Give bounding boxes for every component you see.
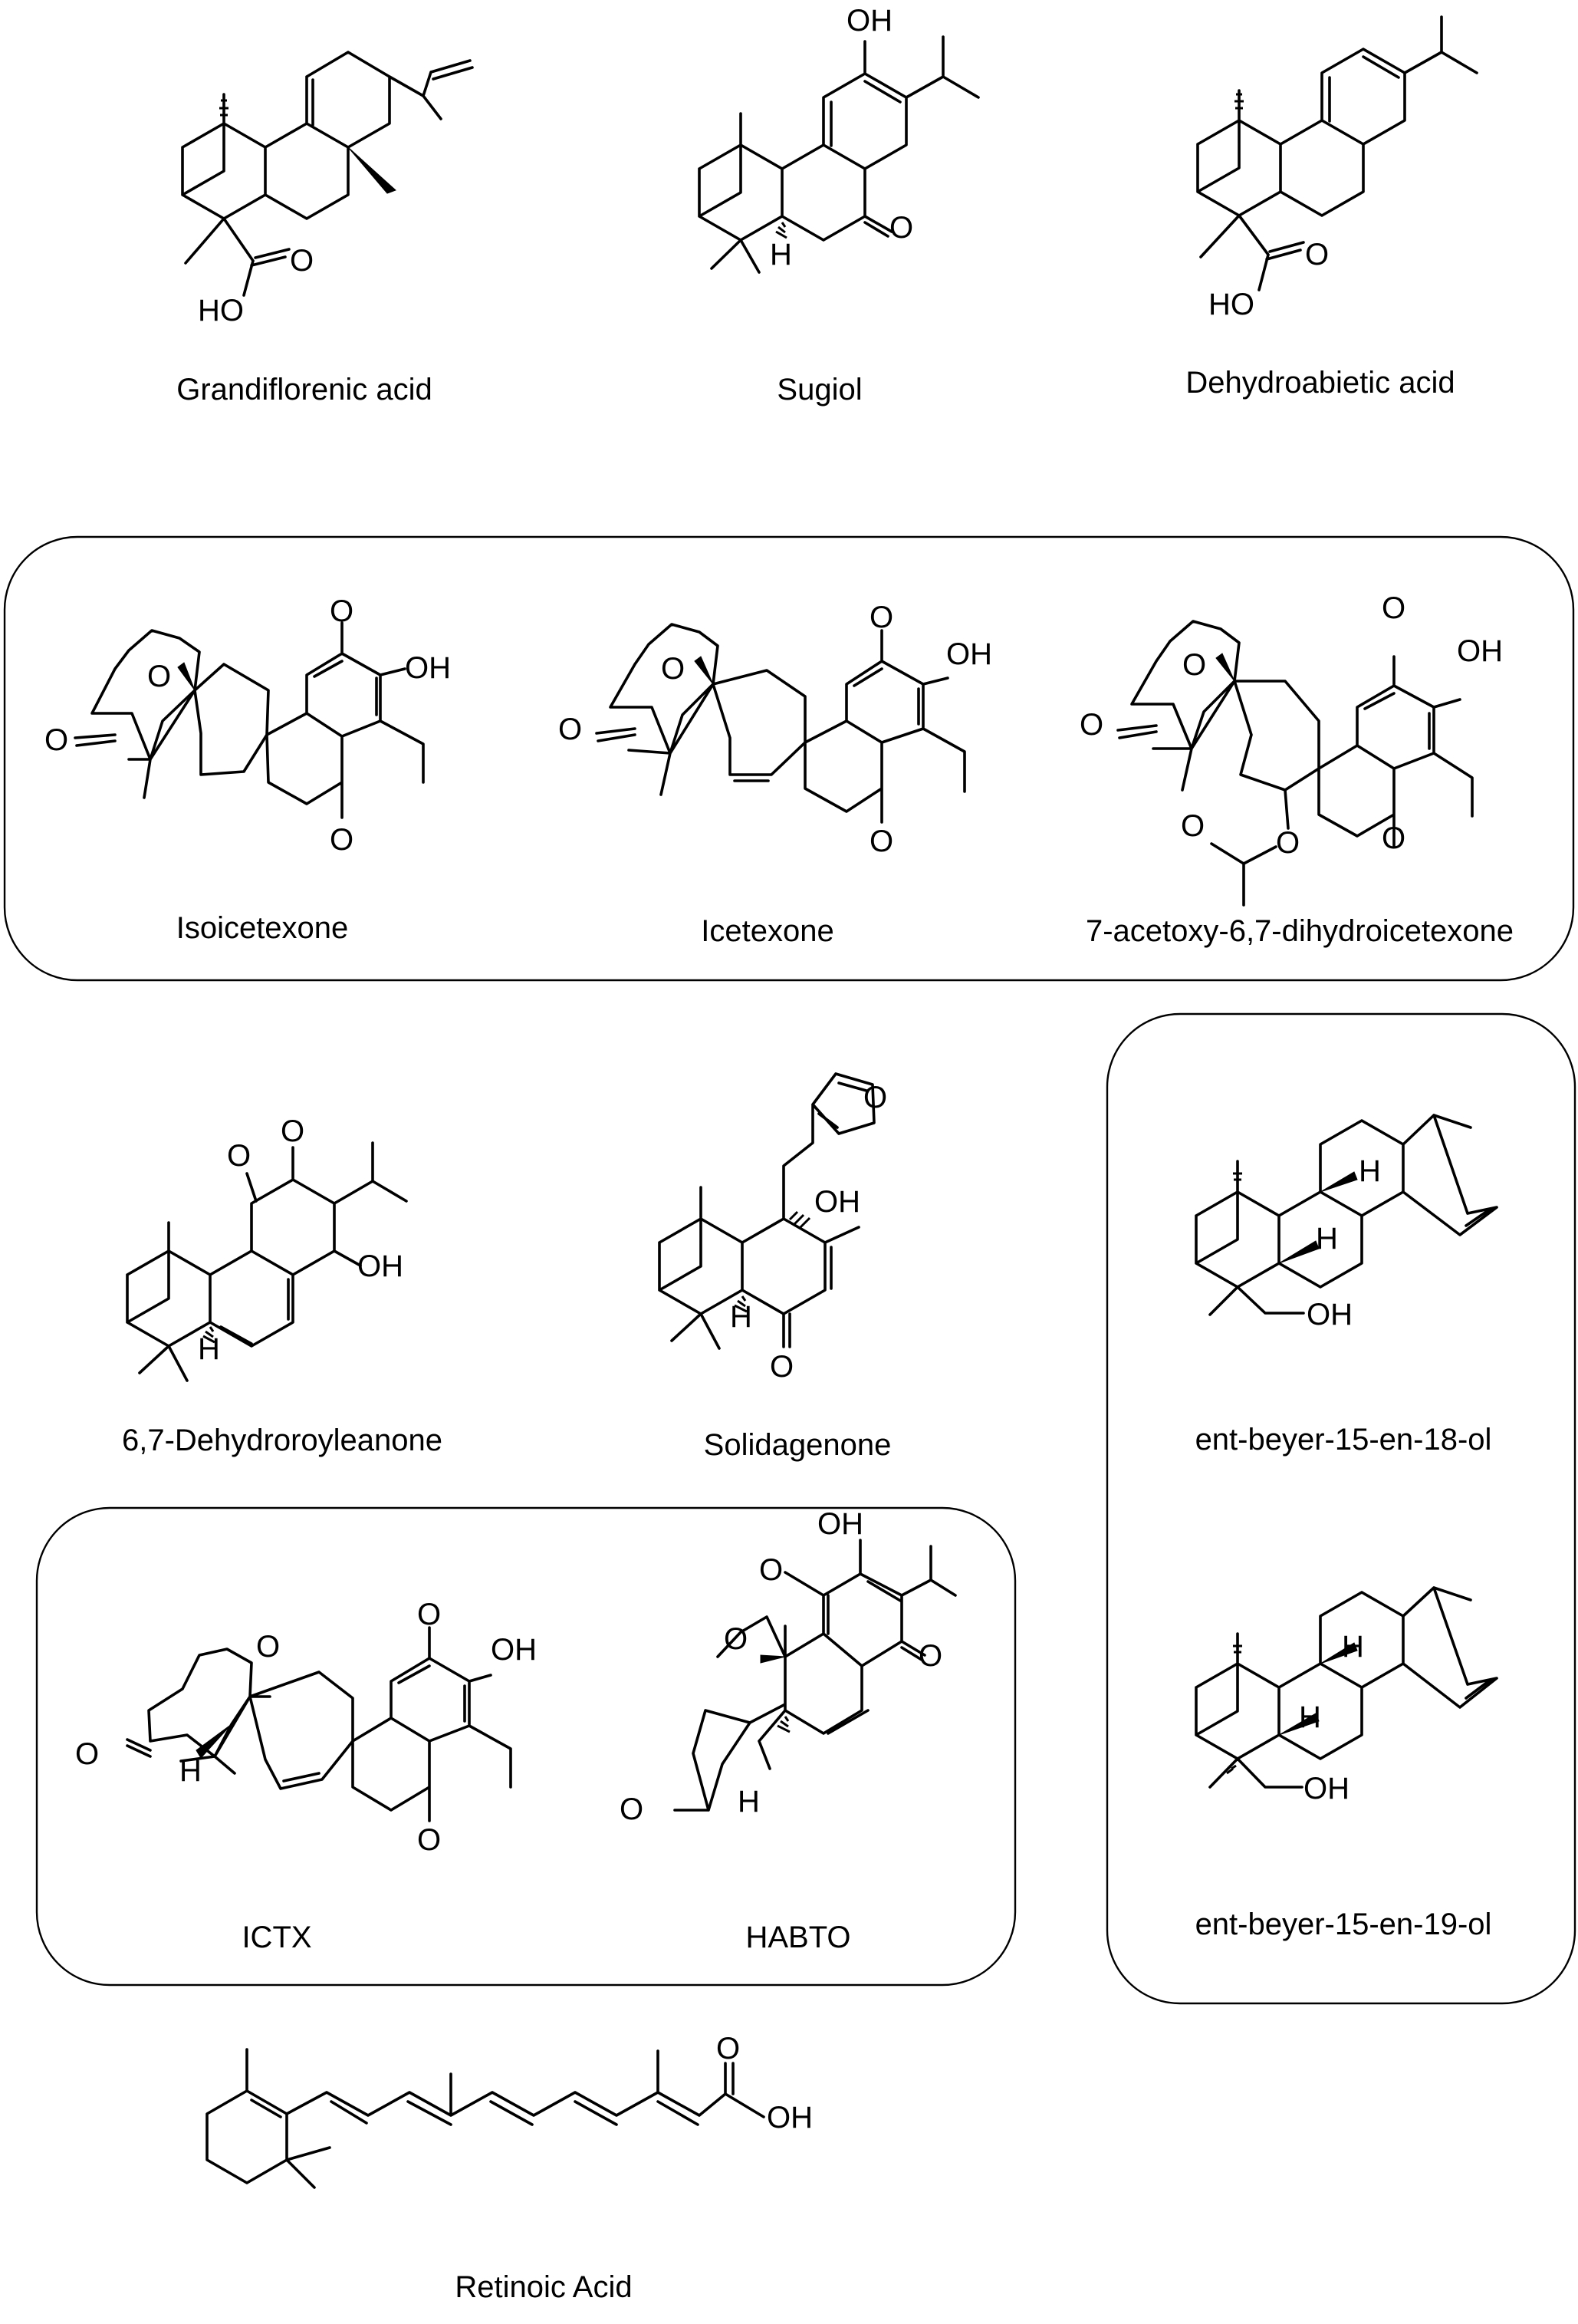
atom-label: H (730, 1300, 752, 1334)
atom-label: O (870, 601, 893, 634)
atom-label: O (1182, 648, 1206, 682)
atom-label: O (147, 660, 171, 693)
compound-name-dehydroabietic: Dehydroabietic acid (1185, 366, 1455, 400)
atom-label: H (1316, 1222, 1338, 1256)
atom-label: H (179, 1754, 202, 1788)
atom-label: O (417, 1823, 441, 1857)
atom-label: O (770, 1350, 794, 1384)
atom-label: O (1305, 238, 1329, 272)
atom-label: OH (357, 1249, 403, 1283)
structure-grandiflorenic-acid: O HO (181, 51, 474, 328)
atom-label: H (770, 238, 792, 272)
atom-label: OH (1457, 634, 1503, 668)
atom-label: O (889, 211, 913, 245)
atom-label: O (558, 713, 582, 746)
atom-label: O (281, 1114, 304, 1148)
atom-label: O (863, 1081, 887, 1114)
group-box-ictx-habto (35, 1506, 1017, 1987)
atom-label: OH (814, 1185, 860, 1219)
structure-dehydroabietic-acid: O HO (1196, 15, 1478, 321)
compound-name-retinoic: Retinoic Acid (455, 2270, 632, 2304)
atom-label: O (417, 1598, 441, 1631)
atom-label: OH (767, 2101, 813, 2135)
atom-label: HO (1208, 288, 1254, 321)
compound-name-acetoxy: 7-acetoxy-6,7-dihydroicetexone (1086, 914, 1514, 948)
atom-label: O (1080, 708, 1103, 742)
atom-label: O (75, 1737, 99, 1771)
atom-label: O (1181, 809, 1205, 843)
atom-label: O (919, 1639, 942, 1673)
compound-name-isoicetexone: Isoicetexone (176, 911, 349, 945)
atom-label: O (227, 1139, 251, 1173)
atom-label: O (1382, 821, 1405, 855)
group-box-icetexones (3, 535, 1575, 982)
compound-name-sugiol: Sugiol (777, 373, 862, 407)
structure-solidagenone: O OH O H (658, 1072, 887, 1384)
atom-label: O (759, 1553, 783, 1587)
group-box-beyerenes (1106, 1012, 1576, 2005)
structure-ictx: O O H O OH O (75, 1598, 537, 1857)
atom-label: H (1359, 1154, 1381, 1188)
atom-label: O (44, 723, 68, 757)
atom-label: OH (405, 651, 451, 685)
atom-label: O (290, 244, 314, 278)
atom-label: O (330, 823, 353, 857)
structure-sugiol: OH O H (698, 4, 980, 274)
atom-label: HO (198, 294, 244, 328)
atom-label: OH (847, 4, 893, 38)
atom-label: O (724, 1622, 748, 1656)
atom-label: O (620, 1792, 643, 1826)
atom-label: O (330, 594, 353, 628)
atom-label: O (256, 1630, 280, 1664)
structure-dehydroroyleanone: O O OH H (126, 1114, 408, 1382)
atom-label: OH (946, 637, 992, 671)
structure-habto: O O O OH O H (620, 1507, 957, 1826)
compound-name-beyer18: ent-beyer-15-en-18-ol (1195, 1423, 1492, 1457)
compound-name-habto: HABTO (745, 1921, 850, 1954)
structure-retinoic-acid: O OH (205, 2032, 813, 2189)
compound-name-beyer19: ent-beyer-15-en-19-ol (1195, 1908, 1492, 1941)
atom-label: O (1382, 591, 1405, 625)
atom-label: H (738, 1785, 760, 1819)
atom-label: O (716, 2032, 740, 2066)
compound-name-dehydroroyleanone: 6,7-Dehydroroyleanone (122, 1424, 442, 1457)
compound-name-ictx: ICTX (242, 1921, 311, 1954)
compound-name-icetexone: Icetexone (701, 914, 833, 948)
atom-label: OH (1307, 1298, 1353, 1332)
compound-name-solidagenone: Solidagenone (704, 1428, 892, 1462)
atom-label: OH (817, 1507, 863, 1541)
structure-beyer-19-ol: H H OH (1195, 1586, 1498, 1806)
atom-label: O (1276, 826, 1300, 860)
atom-label: O (661, 652, 685, 686)
structure-icetexone: O O O OH O (558, 601, 992, 858)
atom-label: H (1342, 1630, 1364, 1664)
atom-label: H (1299, 1700, 1321, 1734)
structure-isoicetexone: O O O OH O (44, 594, 451, 857)
atom-label: H (198, 1332, 220, 1366)
atom-label: O (870, 825, 893, 858)
compound-name-grandiflorenic: Grandiflorenic acid (176, 373, 432, 407)
atom-label: OH (1303, 1772, 1350, 1806)
structure-beyer-18-ol: H H OH (1195, 1114, 1498, 1332)
structure-acetoxy-dihydroicetexone: O O O OH O O O (1080, 591, 1503, 907)
atom-label: OH (491, 1633, 537, 1667)
